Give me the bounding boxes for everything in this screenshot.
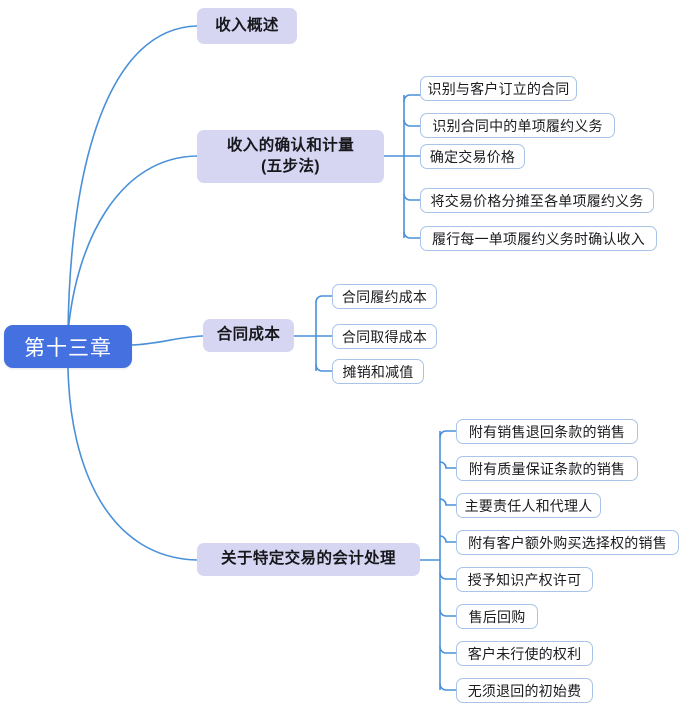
leaf-node-label: 合同取得成本 [341, 328, 428, 345]
leaf-node-label: 无须退回的初始费 [467, 682, 582, 699]
leaf-node-label: 识别与客户订立的合同 [427, 80, 570, 97]
leaf-node-contract-performance-cost[interactable]: 合同履约成本 [332, 284, 437, 309]
leaf-node-label: 履行每一单项履约义务时确认收入 [432, 230, 645, 247]
connector-branch-4-elbow-7 [439, 646, 457, 654]
connector-branch-4-elbow-5 [439, 572, 457, 580]
leaf-node-sales-with-warranty-clause[interactable]: 附有质量保证条款的销售 [456, 456, 638, 481]
connector-branch-3-elbow-3 [315, 364, 333, 372]
connector-branch-2-elbow-5 [403, 231, 421, 239]
leaf-node-unexercised-customer-rights[interactable]: 客户未行使的权利 [456, 641, 593, 666]
connector-root-to-branch-1 [67, 25, 198, 334]
leaf-node-nonrefundable-upfront-fee[interactable]: 无须退回的初始费 [456, 678, 593, 703]
leaf-node-label: 合同履约成本 [341, 288, 428, 305]
branch-node-label-line1: 收入的确认和计量 [226, 136, 355, 154]
leaf-node-amortization-impairment[interactable]: 摊销和减值 [332, 359, 424, 384]
leaf-node-step-3[interactable]: 确定交易价格 [420, 144, 525, 169]
branch-node-revenue-overview[interactable]: 收入概述 [197, 8, 297, 44]
connector-branch-2-elbow-2 [403, 119, 421, 127]
leaf-node-sales-with-return-clause[interactable]: 附有销售退回条款的销售 [456, 419, 638, 444]
connector-root-to-branch-2 [67, 155, 198, 334]
root-node-label: 第十三章 [24, 336, 112, 360]
connector-branch-4-elbow-4 [439, 535, 457, 543]
leaf-node-step-1[interactable]: 识别与客户订立的合同 [420, 76, 577, 101]
connector-root-to-branch-3 [131, 335, 204, 346]
branch-node-label: 关于特定交易的会计处理 [221, 550, 396, 568]
leaf-node-label: 附有质量保证条款的销售 [468, 460, 626, 477]
connector-branch-4-elbow-2 [439, 461, 457, 469]
branch-node-recognition-measurement[interactable]: 收入的确认和计量 (五步法) [197, 130, 384, 183]
connector-branch-4-elbow-1 [439, 430, 457, 438]
branch-node-specific-transactions[interactable]: 关于特定交易的会计处理 [197, 543, 420, 576]
branch-node-label: 合同成本 [216, 326, 281, 344]
leaf-node-ip-license-grant[interactable]: 授予知识产权许可 [456, 567, 593, 592]
root-node[interactable]: 第十三章 [4, 325, 132, 368]
leaf-node-label: 将交易价格分摊至各单项履约义务 [430, 192, 644, 209]
connector-branch-3-elbow-1 [315, 295, 333, 303]
connector-branch-4-elbow-3 [439, 498, 457, 506]
leaf-node-sales-with-additional-purchase-option[interactable]: 附有客户额外购买选择权的销售 [456, 530, 679, 555]
leaf-node-label: 主要责任人和代理人 [464, 497, 593, 514]
leaf-node-step-4[interactable]: 将交易价格分摊至各单项履约义务 [420, 188, 654, 213]
leaf-node-principal-and-agent[interactable]: 主要责任人和代理人 [456, 493, 601, 518]
connector-branch-2-elbow-4 [403, 193, 421, 201]
leaf-node-label: 确定交易价格 [429, 148, 516, 165]
connector-root-to-branch-4 [67, 367, 198, 561]
leaf-node-label: 附有客户额外购买选择权的销售 [468, 534, 667, 551]
leaf-node-label: 授予知识产权许可 [467, 571, 582, 588]
leaf-node-step-2[interactable]: 识别合同中的单项履约义务 [420, 113, 615, 138]
branch-node-contract-cost[interactable]: 合同成本 [203, 319, 294, 352]
leaf-node-contract-acquisition-cost[interactable]: 合同取得成本 [332, 324, 437, 349]
connector-branch-4-elbow-6 [439, 609, 457, 617]
leaf-node-label: 摊销和减值 [342, 363, 414, 380]
leaf-node-step-5[interactable]: 履行每一单项履约义务时确认收入 [420, 226, 657, 251]
leaf-node-label: 附有销售退回条款的销售 [468, 423, 626, 440]
connector-branch-2-elbow-1 [403, 94, 421, 102]
branch-node-label-line2: (五步法) [261, 157, 320, 175]
leaf-node-label: 识别合同中的单项履约义务 [432, 117, 603, 134]
branch-node-label: 收入概述 [215, 16, 279, 34]
connector-branch-4-elbow-8 [439, 683, 457, 691]
leaf-node-sale-and-repurchase[interactable]: 售后回购 [456, 604, 538, 629]
leaf-node-label: 售后回购 [468, 608, 526, 625]
leaf-node-label: 客户未行使的权利 [467, 645, 582, 662]
